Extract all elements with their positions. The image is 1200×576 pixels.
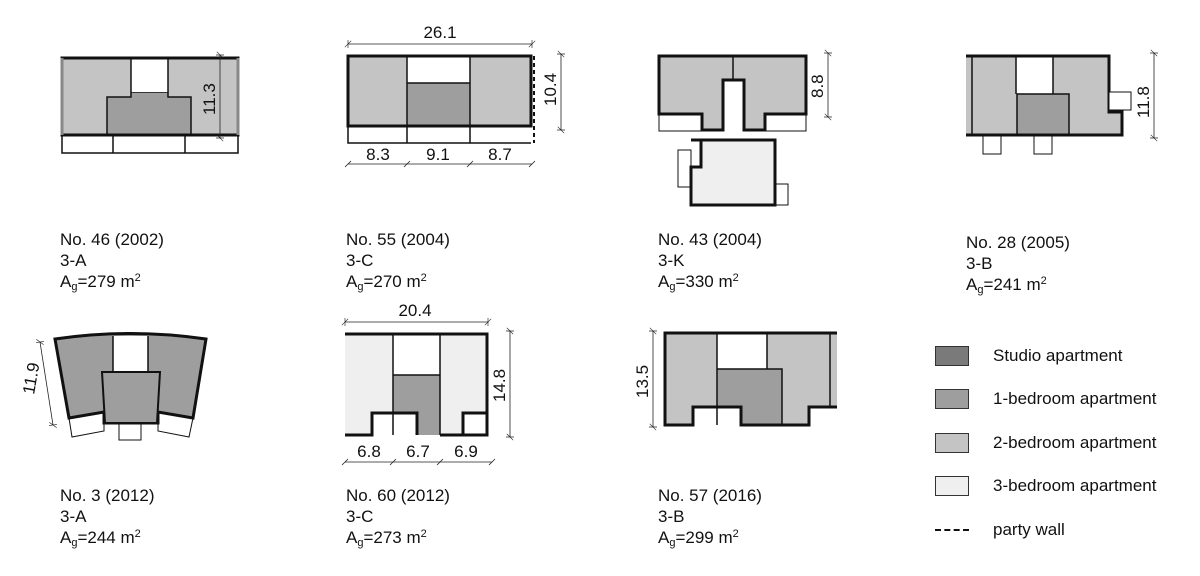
caption-no57: No. 57 (2016) 3-B Ag=299 m2 (658, 485, 762, 549)
studio-swatch (935, 345, 969, 366)
plan-area: Ag=299 m2 (658, 528, 739, 549)
dim-no46-depth: 11.3 (200, 83, 219, 115)
plan-no60: 20.4 14.8 6.8 6.7 6.9 (341, 301, 514, 466)
legend-item-2-bedroom: 2-bedroom apartment (935, 421, 1156, 465)
svg-text:11.9: 11.9 (19, 361, 43, 396)
plan-type: 3-A (60, 507, 87, 526)
plan-area: Ag=273 m2 (346, 528, 427, 549)
plan-no28: 11.8 (966, 49, 1158, 155)
plan-area: Ag=244 m2 (60, 528, 141, 549)
svg-text:6.7: 6.7 (406, 442, 430, 461)
plan-title: No. 60 (2012) (346, 486, 450, 505)
plan-no43: 8.8 (657, 49, 832, 207)
svg-text:13.5: 13.5 (633, 365, 652, 398)
plan-no3: 11.9 (19, 332, 208, 441)
legend-item-1-bedroom: 1-bedroom apartment (935, 378, 1156, 422)
plan-title: No. 28 (2005) (966, 233, 1070, 252)
plan-title: No. 46 (2002) (60, 230, 164, 249)
svg-text:10.4: 10.4 (541, 73, 560, 106)
dashed-line-icon (935, 528, 969, 531)
legend-item-3-bedroom: 3-bedroom apartment (935, 465, 1156, 509)
caption-no60: No. 60 (2012) 3-C Ag=273 m2 (346, 485, 450, 549)
legend: Studio apartment 1-bedroom apartment 2-b… (935, 334, 1156, 552)
caption-no43: No. 43 (2004) 3-K Ag=330 m2 (658, 229, 762, 293)
svg-text:26.1: 26.1 (423, 23, 456, 42)
svg-text:6.8: 6.8 (357, 442, 381, 461)
plan-type: 3-A (60, 251, 87, 270)
one-bedroom-swatch (935, 389, 969, 410)
caption-no3: No. 3 (2012) 3-A Ag=244 m2 (60, 485, 155, 549)
svg-text:6.9: 6.9 (454, 442, 478, 461)
plan-no46: 11.3 (60, 51, 240, 154)
plan-area: Ag=241 m2 (966, 275, 1047, 296)
svg-text:20.4: 20.4 (398, 301, 431, 320)
three-bedroom-swatch (935, 476, 969, 497)
legend-item-party-wall: party wall (935, 508, 1156, 552)
plan-area: Ag=330 m2 (658, 272, 739, 293)
caption-no46: No. 46 (2002) 3-A Ag=279 m2 (60, 229, 164, 293)
plan-type: 3-C (346, 251, 374, 270)
plan-type: 3-B (966, 254, 993, 273)
plan-title: No. 43 (2004) (658, 230, 762, 249)
svg-text:8.3: 8.3 (366, 145, 390, 164)
plan-type: 3-K (658, 251, 685, 270)
legend-item-studio: Studio apartment (935, 334, 1156, 378)
plan-title: No. 57 (2016) (658, 486, 762, 505)
svg-text:8.7: 8.7 (488, 145, 512, 164)
plan-type: 3-C (346, 507, 374, 526)
plan-title: No. 3 (2012) (60, 486, 155, 505)
plan-title: No. 55 (2004) (346, 230, 450, 249)
svg-text:11.8: 11.8 (1134, 86, 1153, 118)
caption-no55: No. 55 (2004) 3-C Ag=270 m2 (346, 229, 450, 293)
svg-text:14.8: 14.8 (490, 369, 509, 402)
svg-text:9.1: 9.1 (426, 145, 450, 164)
plan-area: Ag=279 m2 (60, 272, 141, 293)
plan-type: 3-B (658, 507, 685, 526)
two-bedroom-swatch (935, 432, 969, 453)
plan-no55: 26.1 10.4 8.3 9.1 8.7 (344, 23, 565, 168)
svg-text:8.8: 8.8 (808, 74, 827, 98)
caption-no28: No. 28 (2005) 3-B Ag=241 m2 (966, 232, 1070, 296)
plan-no57: 13.5 (633, 327, 837, 431)
plan-area: Ag=270 m2 (346, 272, 427, 293)
